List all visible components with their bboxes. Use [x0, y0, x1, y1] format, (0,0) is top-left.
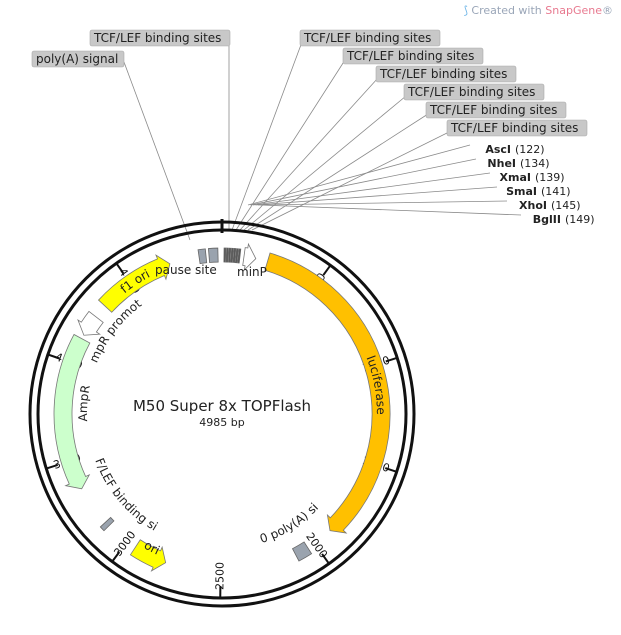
- tick-label-4: 2500: [213, 562, 226, 590]
- callout-tcf-5-label: TCF/LEF binding sites: [429, 103, 557, 117]
- tick-mark-1: [385, 356, 398, 363]
- snapgene-logo-icon: ⟆: [463, 4, 468, 17]
- lbl-ampr-label: AmpR: [76, 384, 93, 422]
- site-pos-1: (134): [520, 157, 550, 170]
- callout-tcf-6-label: TCF/LEF binding sites: [450, 121, 578, 135]
- lbl-ori-label: ori: [142, 538, 162, 558]
- tick-mark-6: [45, 464, 59, 470]
- site-name-2: XmaI: [500, 171, 531, 184]
- tcf-stripe-4: [232, 248, 237, 263]
- leader-tcf-1: [231, 41, 303, 231]
- tick-mark-8: [115, 262, 125, 274]
- tick-mark-7: [47, 353, 60, 360]
- callout-tcf-2: TCF/LEF binding sites: [342, 47, 484, 65]
- pause-site-block-b: [207, 247, 219, 263]
- leader-site-4: [257, 200, 508, 206]
- minp-label: minP: [237, 265, 267, 279]
- ampr-promoter-arrow: [77, 310, 104, 336]
- tcf-stripe-6: [237, 248, 242, 264]
- tick-mark-3: [321, 553, 330, 565]
- ampr-arrow: [53, 333, 91, 490]
- tcf-stripe-0: [223, 247, 227, 263]
- callout-polya: poly(A) signal: [31, 50, 125, 68]
- plasmid-name: M50 Super 8x TOPFlash: [133, 397, 311, 415]
- pause-site-label: pause site: [155, 263, 217, 277]
- watermark-prefix: Created with: [471, 4, 546, 17]
- watermark-suffix: ®: [602, 4, 613, 17]
- leader-tcf-6: [251, 131, 450, 231]
- leader-site-1: [250, 158, 477, 206]
- callout-polya-label: poly(A) signal: [36, 52, 118, 66]
- site-name-3: SmaI: [506, 185, 537, 198]
- callout-tcf-4-label: TCF/LEF binding sites: [407, 85, 535, 99]
- leader-tcf-5: [247, 113, 429, 231]
- site-pos-5: (149): [565, 213, 595, 226]
- minp-arrow: [242, 242, 257, 271]
- tcf-stripe-1: [225, 247, 229, 263]
- callout-tcf-1-label: TCF/LEF binding sites: [303, 31, 431, 45]
- callout-tcf-1: TCF/LEF binding sites: [299, 29, 441, 47]
- callout-tcf-0: TCF/LEF binding sites: [89, 29, 231, 47]
- tcf-stripe-2: [228, 247, 232, 263]
- site-pos-3: (141): [541, 185, 571, 198]
- site-name-5: BglII: [533, 213, 561, 226]
- watermark: ⟆ Created with SnapGene®: [464, 4, 613, 17]
- callout-tcf-6: TCF/LEF binding sites: [446, 119, 588, 137]
- f1-ori-arrow: [97, 254, 171, 313]
- tcf-stripe-3: [230, 247, 234, 263]
- site-name-1: NheI: [487, 157, 516, 170]
- tick-mark-5: [111, 551, 121, 563]
- site-pos-0: (122): [515, 143, 545, 156]
- tcf-inner-block: [99, 516, 115, 532]
- leader-tcf-2: [235, 59, 346, 231]
- ori-arrow: [129, 539, 167, 572]
- lbl-tcf-inner-label: TCF/LEF binding sites: [0, 0, 160, 534]
- site-name-0: AscI: [485, 143, 511, 156]
- site-pos-4: (145): [551, 199, 581, 212]
- tcf-stripe-5: [234, 248, 239, 264]
- callout-tcf-4: TCF/LEF binding sites: [403, 83, 545, 101]
- luciferase-arrow: [264, 252, 391, 534]
- callout-tcf-5: TCF/LEF binding sites: [425, 101, 567, 119]
- sv40-block: [291, 541, 313, 562]
- pause-site-block-a: [197, 248, 208, 265]
- leader-site-0: [247, 144, 471, 206]
- restriction-sites: AscI (122) NheI (134) XmaI (139) SmaI (1…: [485, 143, 594, 226]
- callout-tcf-3: TCF/LEF binding sites: [375, 65, 517, 83]
- leader-site-2: [252, 172, 491, 206]
- watermark-brand: SnapGene: [545, 4, 602, 17]
- site-name-4: XhoI: [519, 199, 547, 212]
- callout-tcf-2-label: TCF/LEF binding sites: [346, 49, 474, 63]
- leader-tcf-4: [243, 95, 407, 231]
- leader-lines: [123, 41, 522, 241]
- site-pos-2: (139): [535, 171, 565, 184]
- plasmid-size: 4985 bp: [199, 416, 244, 429]
- callout-tcf-3-label: TCF/LEF binding sites: [379, 67, 507, 81]
- tick-mark-0: [322, 264, 332, 276]
- callout-tcf-0-label: TCF/LEF binding sites: [93, 31, 221, 45]
- leader-site-5: [260, 204, 522, 216]
- leader-polya: [123, 61, 191, 241]
- leader-site-3: [255, 186, 498, 206]
- tick-mark-2: [384, 467, 397, 473]
- features: luciferaseoriAmpRAmpR promoterf1 oriTCF/…: [0, 0, 391, 572]
